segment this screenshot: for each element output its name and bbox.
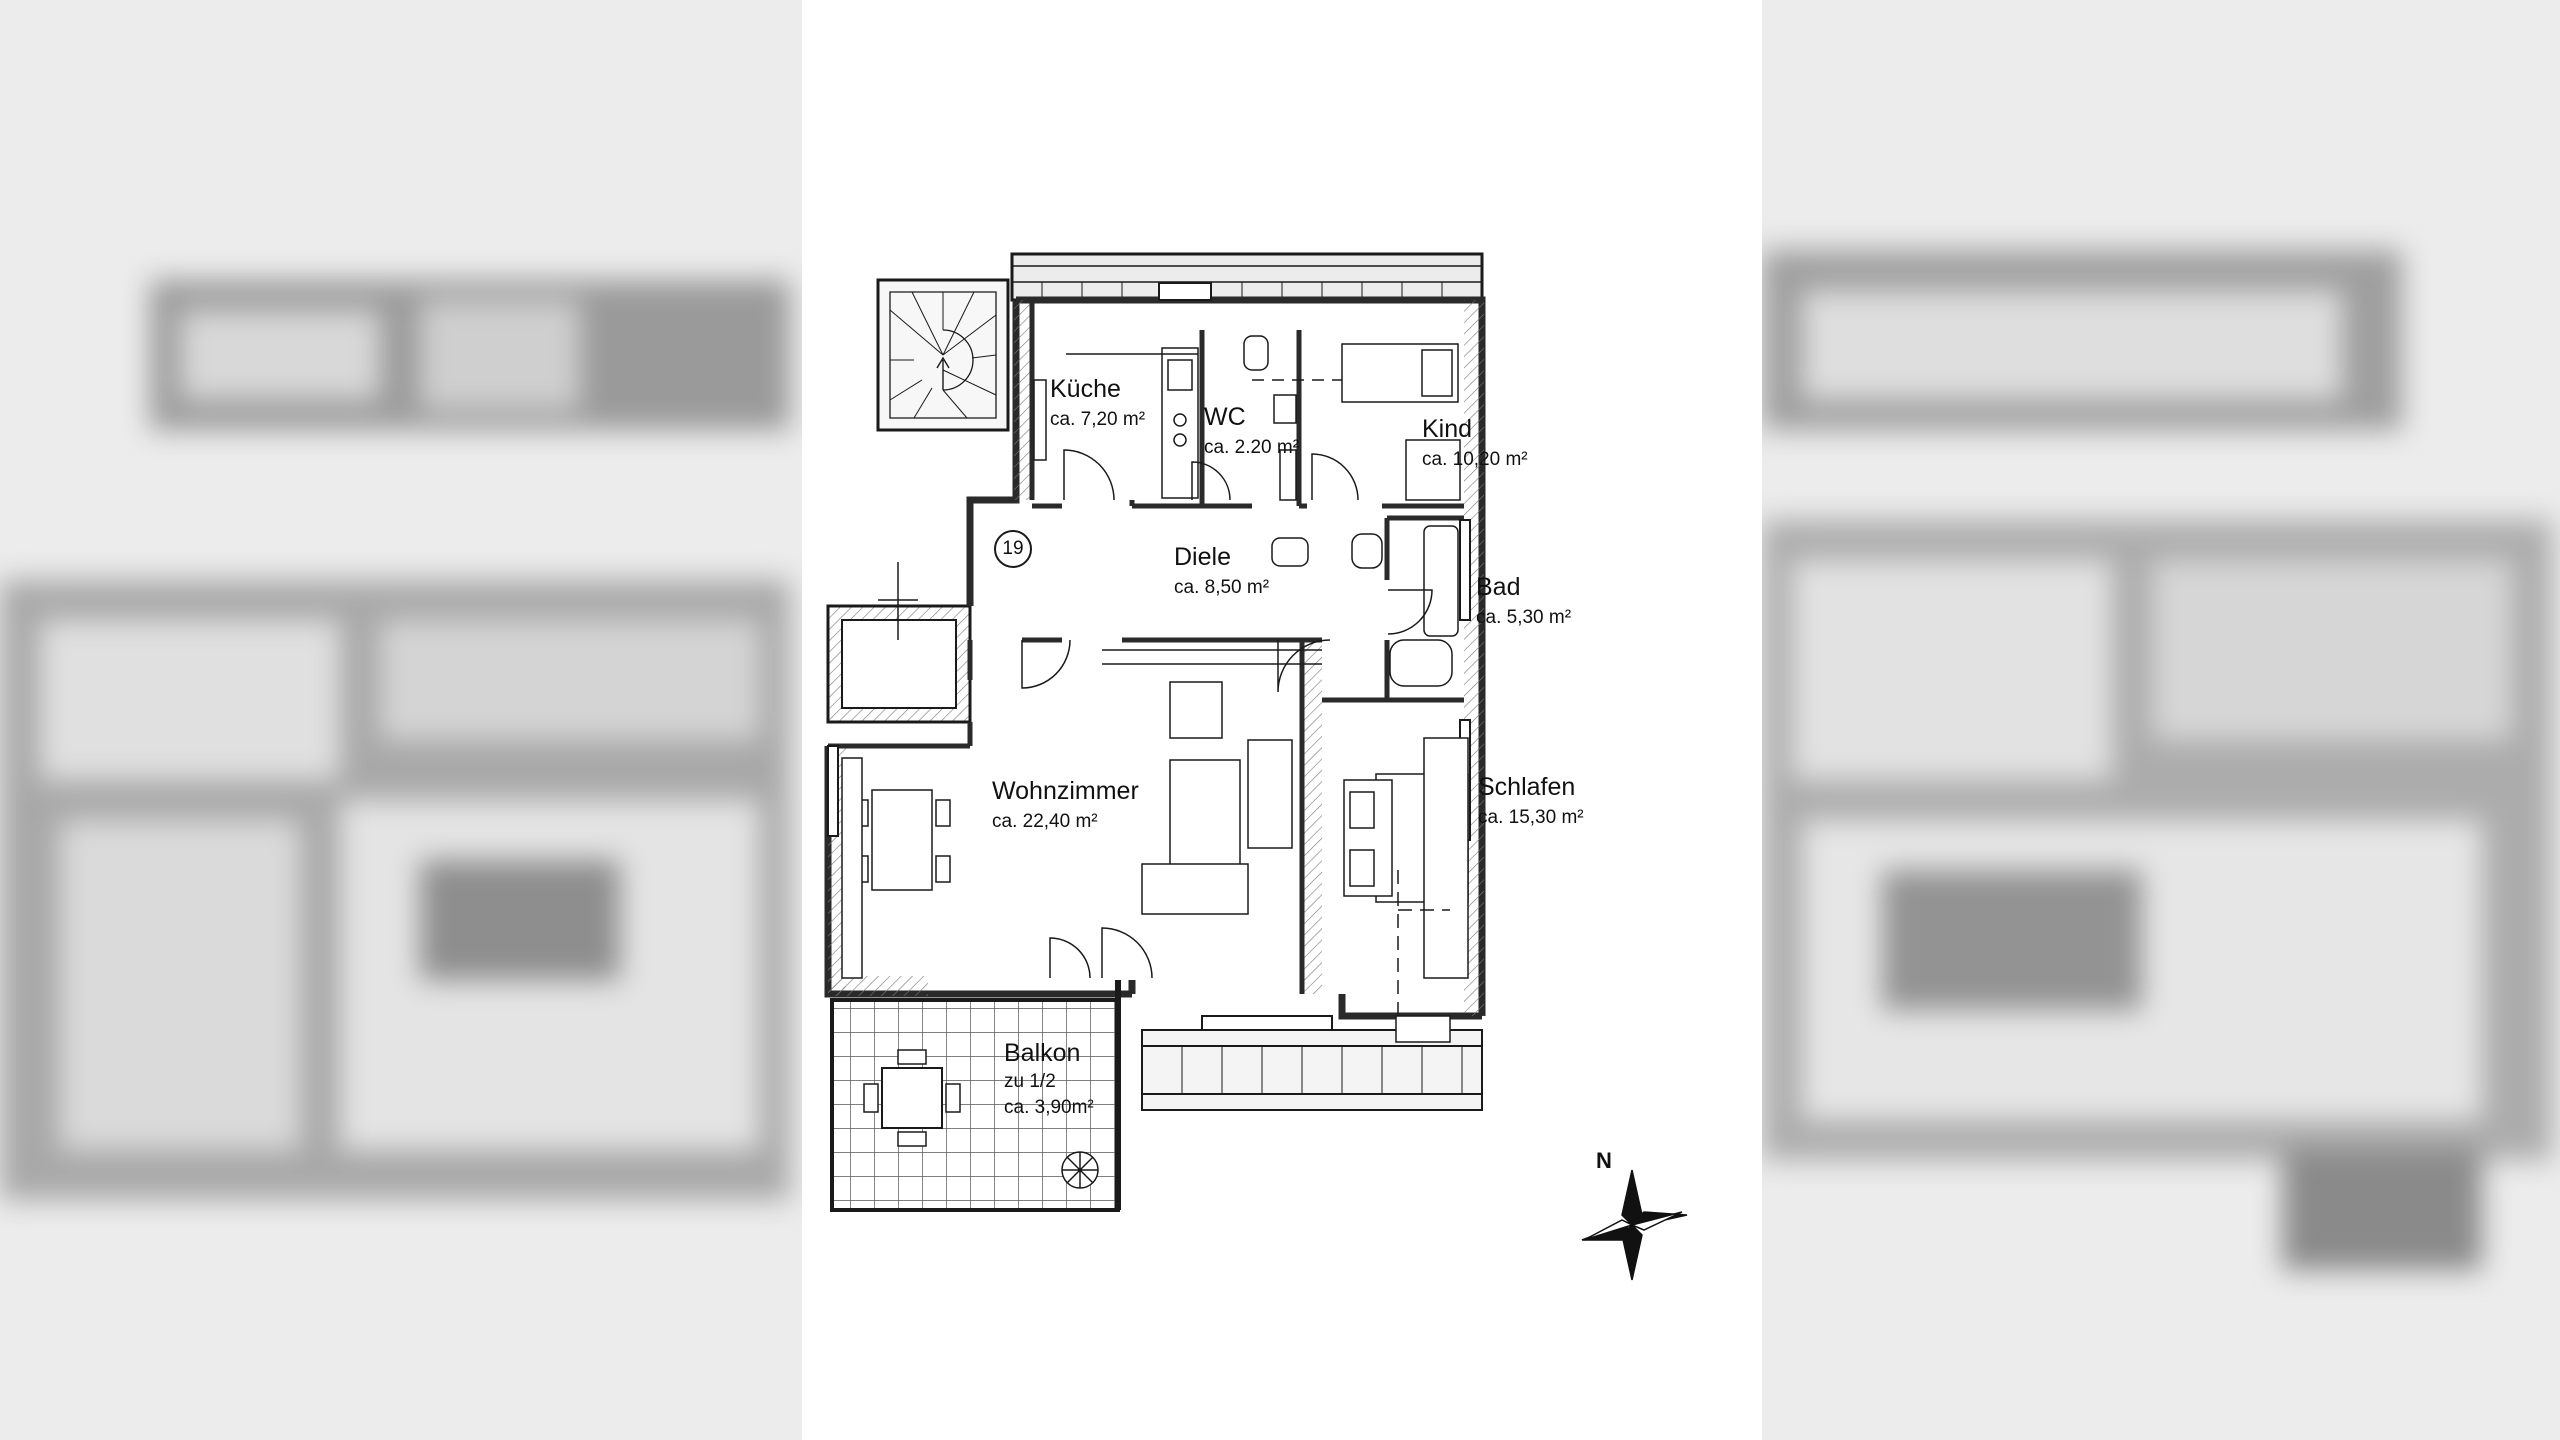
roof-strip-top — [1010, 252, 1484, 302]
room-label-kueche: Küche ca. 7,20 m² — [1050, 374, 1145, 432]
room-label-bad: Bad ca. 5,30 m² — [1476, 572, 1571, 630]
elevator-shaft — [826, 562, 972, 724]
room-area: ca. 8,50 m² — [1174, 577, 1270, 598]
floor-plan-drawing — [824, 252, 1688, 1281]
wc-fixtures — [1243, 335, 1297, 501]
room-name: Wohnzimmer — [992, 777, 1139, 805]
room-area: ca. 2.20 m² — [1204, 437, 1300, 458]
room-name: Balkon — [1004, 1039, 1081, 1067]
room-label-kind: Kind ca. 10,20 m² — [1422, 414, 1528, 472]
room-name: Kind — [1422, 415, 1473, 443]
room-label-wohnzimmer: Wohnzimmer ca. 22,40 m² — [992, 776, 1139, 834]
room-area: ca. 7,20 m² — [1050, 409, 1146, 430]
room-name: Bad — [1476, 573, 1521, 601]
room-label-diele: Diele ca. 8,50 m² — [1174, 542, 1269, 600]
room-area: ca. 22,40 m² — [992, 811, 1098, 832]
room-name: WC — [1204, 403, 1246, 431]
roof-strip-bottom — [1141, 1029, 1483, 1111]
blurred-background-right — [1762, 0, 2560, 1440]
kid-room-furniture — [1252, 343, 1461, 501]
room-name: Schlafen — [1478, 773, 1576, 801]
room-area: ca. 5,30 m² — [1476, 607, 1572, 628]
plant-icon — [1061, 1151, 1099, 1189]
bath-fixtures — [1271, 525, 1459, 687]
room-area: ca. 15,30 m² — [1478, 807, 1584, 828]
interior-walls — [828, 300, 1464, 994]
living-room-furniture — [841, 649, 1322, 979]
room-number-marker: 19 — [1002, 538, 1024, 559]
room-label-balkon: Balkon zu 1/2 ca. 3,90m² — [1004, 1038, 1094, 1120]
room-name: Küche — [1050, 375, 1121, 403]
marker-circle — [994, 530, 1032, 568]
room-area: ca. 10,20 m² — [1422, 449, 1528, 470]
room-label-schlafen: Schlafen ca. 15,30 m² — [1478, 772, 1584, 830]
room-note: zu 1/2 — [1004, 1071, 1056, 1092]
room-name: Diele — [1174, 543, 1231, 571]
room-area: ca. 3,90m² — [1004, 1097, 1094, 1118]
stairwell — [876, 278, 1010, 432]
compass-rose-icon — [1581, 1169, 1688, 1281]
bedroom-furniture — [1343, 737, 1469, 1043]
compass-north-label: N — [1596, 1148, 1612, 1173]
door-swings — [1021, 449, 1433, 979]
floor-plan-panel: Küche ca. 7,20 m² WC ca. 2.20 m² Kind ca… — [802, 0, 1762, 1440]
blurred-background-left — [0, 0, 802, 1440]
room-label-wc: WC ca. 2.20 m² — [1204, 402, 1299, 460]
